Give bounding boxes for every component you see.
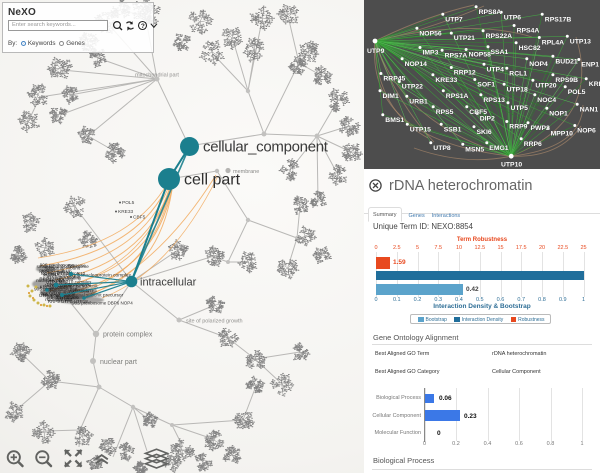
svg-text:NOP1: NOP1 xyxy=(549,110,568,117)
svg-text:RRP45: RRP45 xyxy=(383,76,405,83)
svg-text:SOF1: SOF1 xyxy=(477,82,495,89)
svg-text:RPS4A: RPS4A xyxy=(517,28,540,35)
svg-text:rRNA processing: rRNA processing xyxy=(47,274,81,279)
svg-text:RPS22A: RPS22A xyxy=(486,33,513,40)
svg-text:POL5: POL5 xyxy=(122,200,135,206)
svg-text:UTP22: UTP22 xyxy=(402,84,423,91)
svg-text:PWP2: PWP2 xyxy=(531,125,550,132)
svg-text:mitochondrial part: mitochondrial part xyxy=(135,73,179,79)
svg-text:t-UTP complex RPS7A: t-UTP complex RPS7A xyxy=(45,283,91,288)
svg-text:KRE28A: KRE28A xyxy=(589,81,600,88)
svg-text:RPS17B: RPS17B xyxy=(545,16,572,23)
svg-text:UTP4 MPP10 complex: UTP4 MPP10 complex xyxy=(46,280,92,285)
svg-text:nucleolus part: nucleolus part xyxy=(36,278,65,283)
svg-text:ssu processome: ssu processome xyxy=(43,292,76,297)
svg-text:RCL1: RCL1 xyxy=(509,70,527,77)
svg-text:MPP10: MPP10 xyxy=(551,130,574,137)
svg-text:RRP9 UTP6 UTP18: RRP9 UTP6 UTP18 xyxy=(48,299,89,304)
svg-text:UTP21: UTP21 xyxy=(454,35,475,42)
svg-text:RPS1A: RPS1A xyxy=(44,272,61,278)
svg-text:ribosomal subunit precursor: ribosomal subunit precursor xyxy=(64,293,124,299)
svg-text:RRP12 nucleolar: RRP12 nucleolar xyxy=(39,276,74,281)
svg-text:preribosome: preribosome xyxy=(39,268,65,273)
svg-text:RPS7A: RPS7A xyxy=(445,52,468,59)
svg-text:UTP6: UTP6 xyxy=(504,14,522,21)
svg-text:cell part: cell part xyxy=(184,172,241,189)
svg-text:UTP9: UTP9 xyxy=(367,48,385,55)
svg-text:RPS13: RPS13 xyxy=(483,97,505,104)
svg-text:snoRNA binding: snoRNA binding xyxy=(43,273,76,278)
svg-text:nucleolar part: nucleolar part xyxy=(45,297,73,302)
svg-text:RPS9B: RPS9B xyxy=(555,77,578,84)
svg-text:RPS1A snR30: RPS1A snR30 xyxy=(42,270,71,275)
svg-text:DIM1: DIM1 xyxy=(383,93,399,100)
svg-text:SKI6: SKI6 xyxy=(477,129,492,136)
svg-text:RRP9: RRP9 xyxy=(509,124,527,131)
svg-text:POL5: POL5 xyxy=(568,89,586,96)
svg-text:SSA1: SSA1 xyxy=(491,49,509,56)
svg-text:IMP3: IMP3 xyxy=(423,50,439,57)
svg-text:nuclear part: nuclear part xyxy=(100,359,137,366)
svg-text:DIP2: DIP2 xyxy=(480,116,495,123)
svg-text:protein complex: protein complex xyxy=(103,332,153,339)
svg-text:BMS1: BMS1 xyxy=(385,117,404,124)
svg-text:SSB1: SSB1 xyxy=(444,126,462,133)
svg-text:NOP4: NOP4 xyxy=(529,61,548,68)
svg-text:RPS8A: RPS8A xyxy=(479,9,502,16)
svg-text:UTP5: UTP5 xyxy=(511,105,529,112)
svg-text:site of polarized growth: site of polarized growth xyxy=(186,319,243,325)
svg-text:URB1: URB1 xyxy=(409,98,428,105)
svg-text:intracellular: intracellular xyxy=(140,277,197,289)
svg-text:UTP8: UTP8 xyxy=(433,145,451,152)
svg-text:membrane: membrane xyxy=(233,169,259,175)
svg-text:UTP-A complex: UTP-A complex xyxy=(39,293,71,298)
svg-text:ribosomal subunit: ribosomal subunit xyxy=(60,284,98,290)
svg-text:90S preribosome: 90S preribosome xyxy=(40,262,75,267)
svg-text:?: ? xyxy=(141,23,145,30)
svg-text:CBF5: CBF5 xyxy=(469,109,487,116)
svg-text:KRE33: KRE33 xyxy=(435,77,457,84)
svg-text:cellular_component: cellular_component xyxy=(203,139,329,156)
svg-text:UTP13: UTP13 xyxy=(570,38,591,45)
svg-text:box C/D snoRNP: box C/D snoRNP xyxy=(41,290,75,295)
svg-text:UTP15: UTP15 xyxy=(410,126,431,133)
svg-text:UTP20: UTP20 xyxy=(535,82,556,89)
svg-text:small-subunit processome: small-subunit processome xyxy=(37,264,90,269)
svg-text:RPL4A: RPL4A xyxy=(542,40,564,47)
svg-text:RRP6: RRP6 xyxy=(524,141,542,148)
svg-text:90S preribosome DBP6 NOP4: 90S preribosome DBP6 NOP4 xyxy=(72,301,133,306)
svg-text:pre-40S particle: pre-40S particle xyxy=(47,295,79,300)
svg-text:ribonucleoprotein complex: ribonucleoprotein complex xyxy=(75,273,132,279)
svg-text:PWP2 DIP2: PWP2 DIP2 xyxy=(57,295,81,300)
svg-text:KRE33: KRE33 xyxy=(118,209,134,215)
svg-text:snoRNP: snoRNP xyxy=(56,269,72,274)
svg-text:NAN1: NAN1 xyxy=(580,106,599,113)
svg-text:BUD21: BUD21 xyxy=(555,58,578,65)
svg-text:MSN5: MSN5 xyxy=(465,146,484,153)
svg-text:90S preribosome part: 90S preribosome part xyxy=(34,286,78,291)
svg-text:ribosome biogenesis: ribosome biogenesis xyxy=(48,288,90,293)
svg-text:HSC82: HSC82 xyxy=(519,45,541,52)
svg-text:UTP10: UTP10 xyxy=(501,162,522,169)
svg-text:exosome: exosome xyxy=(68,263,86,268)
svg-text:UTP7: UTP7 xyxy=(445,16,463,23)
svg-text:rRNA binding: rRNA binding xyxy=(56,276,82,281)
svg-text:EMG1: EMG1 xyxy=(489,145,508,152)
svg-text:NOP56: NOP56 xyxy=(419,30,442,37)
svg-text:ENP1: ENP1 xyxy=(581,62,599,69)
svg-text:NOP14: NOP14 xyxy=(405,61,428,68)
svg-text:NOP58 UTP21 snR10: NOP58 UTP21 snR10 xyxy=(41,271,86,276)
svg-text:RPS1A: RPS1A xyxy=(446,93,469,100)
svg-text:NOP58: NOP58 xyxy=(469,52,492,59)
svg-text:NOC4: NOC4 xyxy=(537,97,556,104)
svg-text:RPS5: RPS5 xyxy=(436,109,454,116)
svg-text:CBF5: CBF5 xyxy=(133,215,146,221)
svg-text:UTP4: UTP4 xyxy=(487,66,505,73)
svg-text:NOP6: NOP6 xyxy=(577,128,596,135)
svg-text:UTP18: UTP18 xyxy=(507,86,528,93)
svg-text:RRP12: RRP12 xyxy=(454,70,476,77)
svg-text:ribosomal subunit: ribosomal subunit xyxy=(45,266,81,271)
